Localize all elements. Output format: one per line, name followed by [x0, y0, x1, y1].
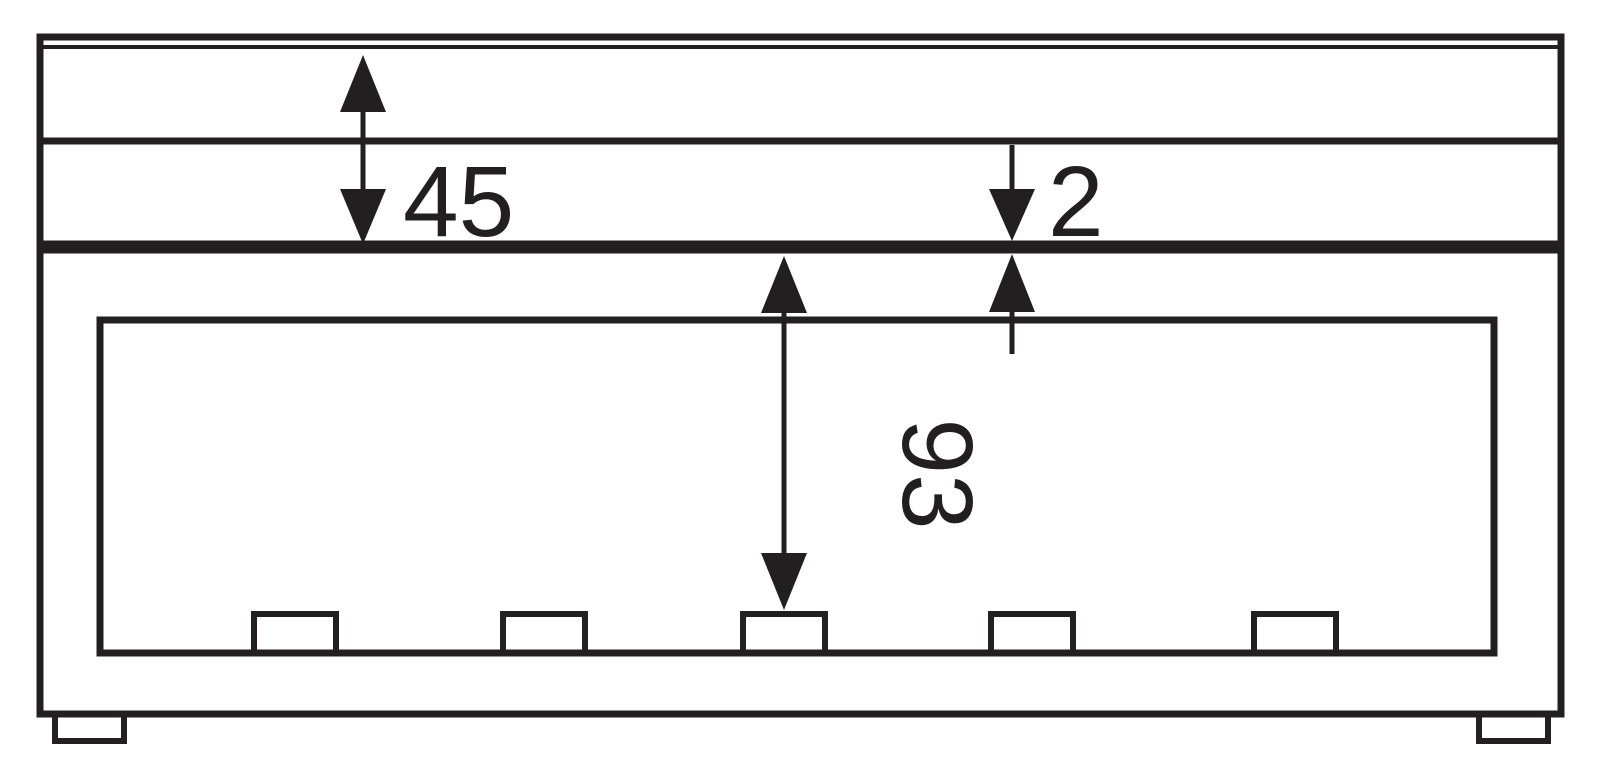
inner-compartment [96, 316, 1498, 657]
inner-tab [988, 611, 1076, 656]
dimension-label-45: 45 [403, 146, 514, 258]
inner-tab [1251, 611, 1339, 656]
outer-body [36, 33, 1565, 718]
dimension-label-93: 93 [881, 418, 993, 529]
inner-tab [251, 611, 339, 656]
dimension-arrow-45-down [340, 189, 386, 244]
dimension-label-2: 2 [1048, 146, 1104, 258]
inner-tab [740, 611, 828, 656]
inner-tab [500, 611, 588, 656]
dimension-arrow-93-up [761, 256, 807, 313]
dimension-arrow-2-down [989, 189, 1035, 241]
dimension-arrow-93-down [761, 553, 807, 610]
left-foot [52, 711, 127, 744]
right-foot [1476, 711, 1551, 744]
dimension-arrow-45-up [340, 55, 386, 112]
dimension-arrow-2-up [989, 254, 1035, 312]
